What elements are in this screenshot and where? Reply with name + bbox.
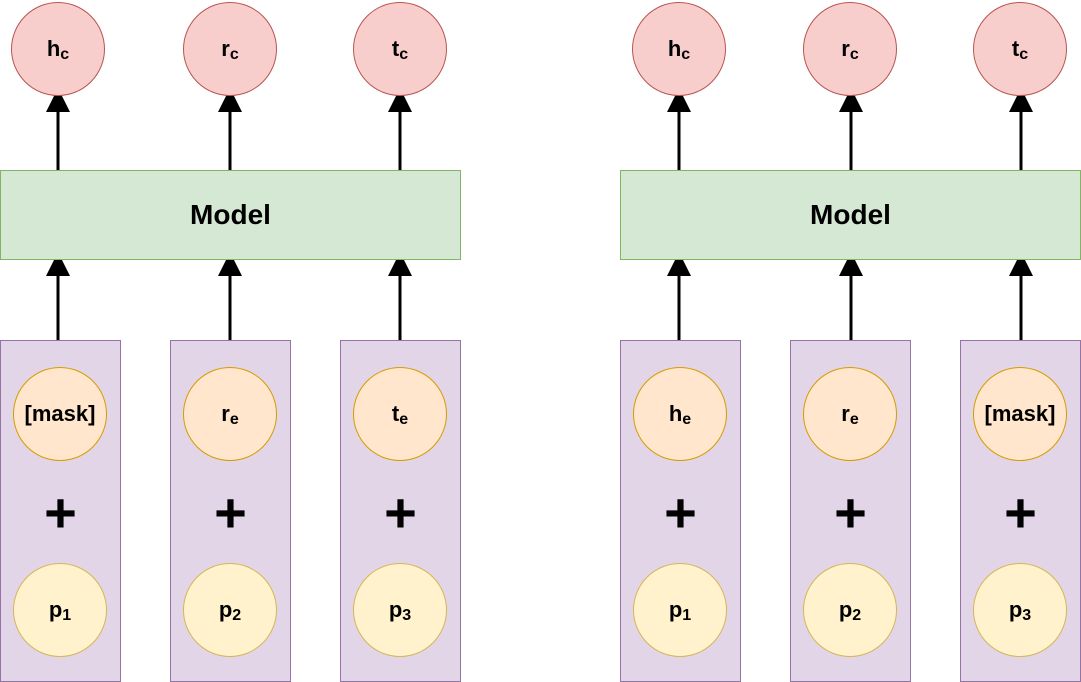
plus-sign: + (834, 481, 867, 544)
token-sub: e (682, 411, 692, 428)
output-node-2-sub: c (229, 46, 239, 63)
position-sub: 2 (232, 607, 242, 624)
output-node-3-sub: c (399, 46, 409, 63)
arrows-layer (667, 88, 1033, 340)
plus-sign: + (384, 481, 417, 544)
output-node-1-sub: c (681, 46, 691, 63)
output-node-1-sub: c (60, 46, 70, 63)
output-node-3-sub: c (1019, 46, 1029, 63)
model-box: Model (620, 170, 1081, 260)
position-base: p (668, 597, 683, 622)
position-base: p (1008, 597, 1023, 622)
token-node: [mask] (13, 367, 107, 461)
position-base: p (218, 597, 233, 622)
arrows-layer (46, 88, 412, 340)
output-node-2-sub: c (849, 46, 859, 63)
token-node: [mask] (973, 367, 1067, 461)
token-base: h (668, 401, 683, 426)
plus-sign: + (664, 481, 697, 544)
token-base: [mask] (984, 401, 1056, 426)
plus-sign: + (1004, 481, 1037, 544)
output-node-1-base: h (667, 36, 682, 61)
position-sub: 3 (1022, 607, 1032, 624)
token-sub: e (229, 411, 239, 428)
position-base: p (388, 597, 403, 622)
token-sub: e (849, 411, 859, 428)
position-sub: 3 (402, 607, 412, 624)
output-node-3-base: t (1011, 36, 1020, 61)
output-node-3-base: t (391, 36, 400, 61)
position-sub: 1 (62, 607, 72, 624)
token-sub: e (399, 411, 409, 428)
output-node-2-base: r (221, 36, 230, 61)
token-base: r (221, 401, 230, 426)
output-node-1-base: h (46, 36, 61, 61)
plus-sign: + (214, 481, 247, 544)
plus-sign: + (44, 481, 77, 544)
position-sub: 2 (852, 607, 862, 624)
position-base: p (48, 597, 63, 622)
output-node-2-base: r (841, 36, 850, 61)
position-base: p (838, 597, 853, 622)
position-sub: 1 (682, 607, 692, 624)
token-base: t (391, 401, 400, 426)
token-base: [mask] (24, 401, 96, 426)
token-base: r (841, 401, 850, 426)
model-box: Model (0, 170, 461, 260)
